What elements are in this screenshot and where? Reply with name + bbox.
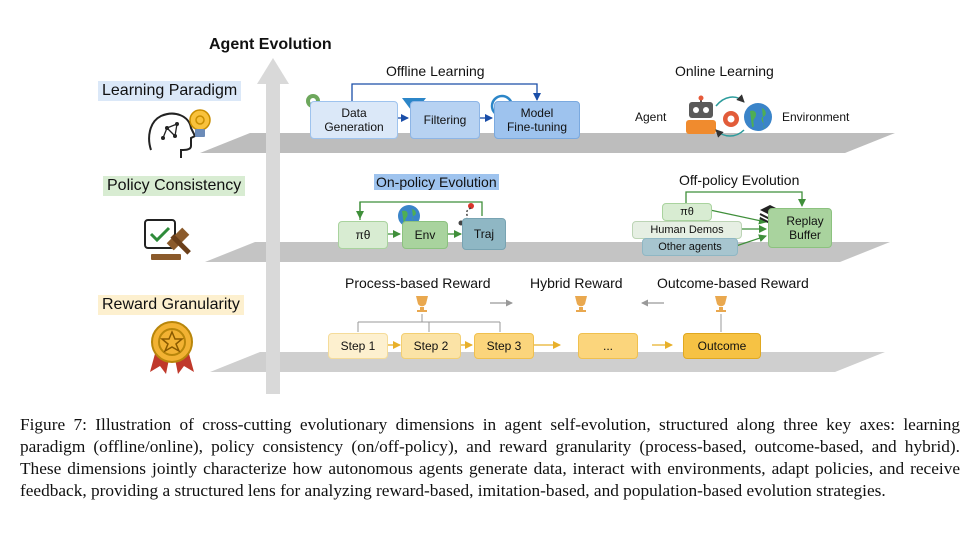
figure-caption: Figure 7: Illustration of cross-cutting … bbox=[20, 415, 960, 500]
model-finetuning-box: Model Fine-tuning bbox=[494, 101, 580, 139]
off-policy-title: Off-policy Evolution bbox=[679, 172, 800, 188]
trophy-icon bbox=[575, 296, 587, 312]
lightbulb-icon bbox=[189, 109, 211, 137]
step-ellipsis-label: ... bbox=[602, 339, 613, 353]
step-2-box: Step 2 bbox=[401, 333, 461, 359]
on-policy-title: On-policy Evolution bbox=[374, 174, 499, 190]
online-learning-title: Online Learning bbox=[675, 63, 774, 79]
policy-consistency-label: Policy Consistency bbox=[103, 176, 246, 196]
human-demos-label: Human Demos bbox=[650, 224, 724, 236]
other-agents-label: Other agents bbox=[658, 241, 722, 253]
step-1-box: Step 1 bbox=[328, 333, 388, 359]
learning-paradigm-label: Learning Paradigm bbox=[98, 81, 242, 101]
pi-theta-label: πθ bbox=[355, 228, 371, 242]
human-demos-box: Human Demos bbox=[632, 221, 742, 239]
offline-learning-title: Offline Learning bbox=[386, 63, 485, 79]
off-pi-theta-box: πθ bbox=[662, 203, 712, 221]
evolution-axis-arrow bbox=[257, 58, 289, 394]
agent-label: Agent bbox=[635, 110, 667, 124]
globe-icon bbox=[744, 103, 772, 131]
traj-label: Traj bbox=[473, 227, 495, 241]
env-box: Env bbox=[402, 221, 448, 249]
robot-icon bbox=[686, 95, 716, 134]
environment-label: Environment bbox=[782, 110, 850, 124]
env-label: Env bbox=[414, 228, 436, 242]
pi-theta-box: πθ bbox=[338, 221, 388, 249]
trophy-icon bbox=[715, 296, 727, 312]
trophy-icon bbox=[416, 296, 428, 312]
diagram: Agent Evolution Learning Paradigm Policy… bbox=[98, 36, 895, 394]
model-finetuning-label: Model Fine-tuning bbox=[506, 106, 568, 134]
gavel-check-icon bbox=[144, 219, 191, 260]
off-pi-theta-label: πθ bbox=[680, 206, 694, 218]
outcome-label: Outcome bbox=[697, 339, 747, 353]
reward-granularity-label: Reward Granularity bbox=[98, 295, 244, 315]
filtering-label: Filtering bbox=[423, 113, 467, 127]
step-3-label: Step 3 bbox=[486, 339, 522, 353]
data-generation-label: Data Generation bbox=[324, 106, 384, 134]
reward-plane bbox=[210, 352, 885, 372]
filtering-box: Filtering bbox=[410, 101, 480, 139]
step-ellipsis-box: ... bbox=[578, 333, 638, 359]
outcome-box: Outcome bbox=[683, 333, 761, 359]
traj-box: Traj bbox=[462, 218, 506, 250]
outcome-reward-title: Outcome-based Reward bbox=[657, 275, 809, 291]
other-agents-box: Other agents bbox=[642, 238, 738, 256]
medal-icon bbox=[150, 321, 194, 374]
step-3-box: Step 3 bbox=[474, 333, 534, 359]
replay-buffer-label: Replay Buffer bbox=[786, 214, 824, 242]
replay-buffer-box: Replay Buffer bbox=[768, 208, 832, 248]
data-generation-box: Data Generation bbox=[310, 101, 398, 139]
step-1-label: Step 1 bbox=[340, 339, 376, 353]
hybrid-reward-title: Hybrid Reward bbox=[530, 275, 623, 291]
axis-title: Agent Evolution bbox=[209, 36, 332, 53]
step-2-label: Step 2 bbox=[413, 339, 449, 353]
brain-head-icon bbox=[148, 112, 197, 158]
gear-icon bbox=[723, 111, 739, 127]
process-reward-title: Process-based Reward bbox=[345, 275, 491, 291]
